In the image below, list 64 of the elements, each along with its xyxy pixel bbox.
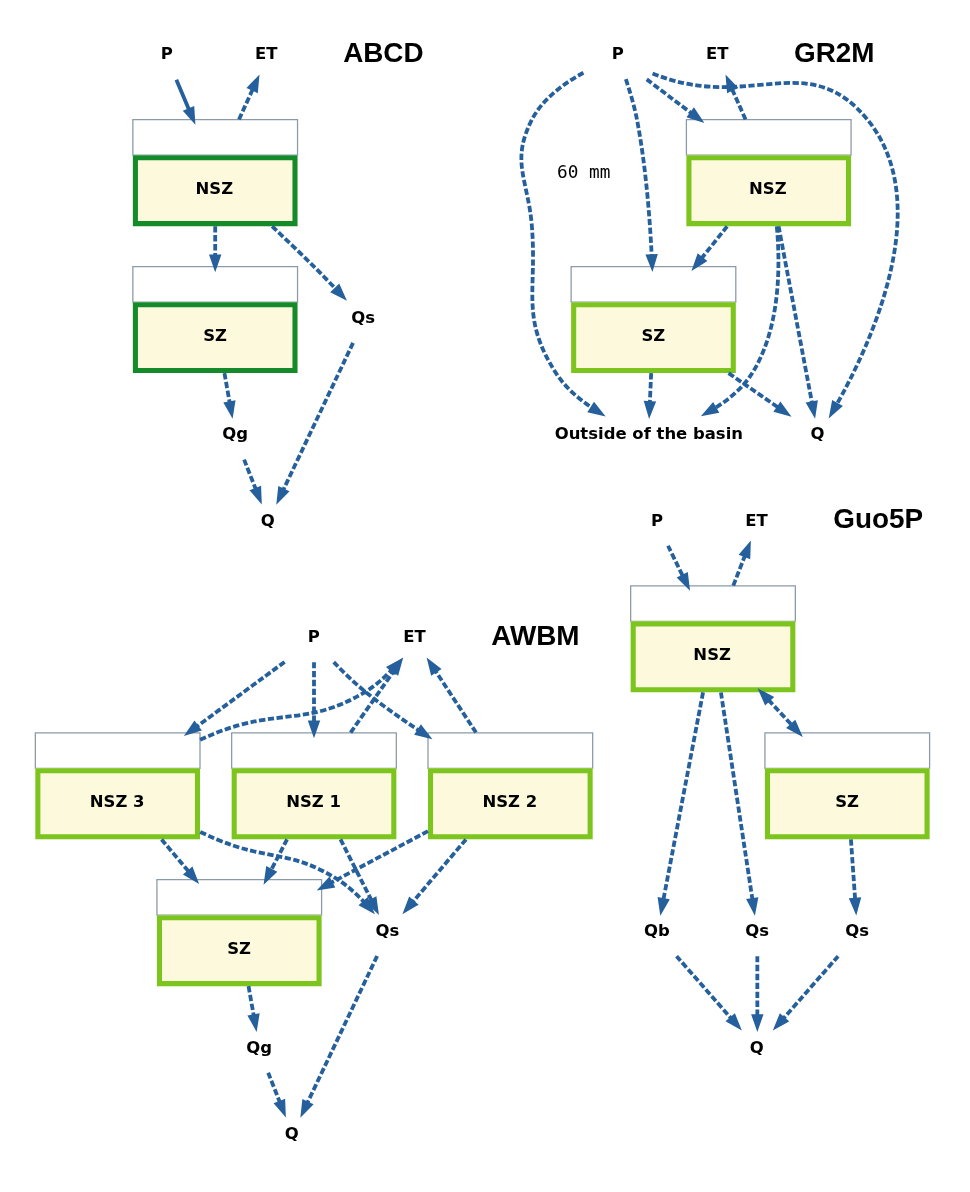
node-text: Qg — [222, 424, 248, 444]
label: 60 mm — [557, 161, 611, 182]
node-text: Q — [260, 510, 275, 530]
label: GR2M — [794, 37, 875, 69]
node-text: ET — [745, 510, 768, 530]
arrow — [848, 839, 862, 916]
arrow — [651, 71, 900, 419]
arrow — [757, 688, 803, 737]
label: AWBM — [491, 619, 580, 651]
node-text: Qs — [375, 920, 400, 940]
arrow — [338, 838, 379, 915]
node-text: P — [611, 44, 624, 64]
arrow — [675, 954, 742, 1031]
arrow — [160, 838, 200, 884]
arrow — [691, 225, 729, 272]
arrow — [727, 371, 792, 417]
arrow — [263, 838, 289, 885]
arrow — [246, 985, 260, 1032]
arrow — [666, 544, 691, 591]
node-text: ET — [255, 44, 278, 64]
arrow — [772, 954, 840, 1031]
arrow — [332, 660, 433, 740]
node-text: ET — [706, 44, 729, 64]
arrow — [719, 692, 759, 916]
node-text: Q — [810, 424, 825, 444]
arrow — [776, 226, 818, 419]
arrow — [731, 540, 751, 587]
arrow — [183, 660, 286, 737]
arrow — [174, 78, 196, 125]
arrow — [276, 342, 355, 505]
arrow — [426, 657, 478, 734]
label: Guo5P — [833, 503, 924, 535]
arrow — [316, 829, 429, 891]
node-text: P — [160, 44, 173, 64]
arrow — [222, 372, 236, 419]
arrow — [402, 838, 468, 915]
arrow — [624, 78, 658, 272]
node-text: Q — [749, 1037, 764, 1057]
arrow — [700, 226, 781, 417]
node-text: Q — [284, 1123, 299, 1143]
label: ABCD — [343, 37, 424, 69]
node-text: Qs — [745, 920, 770, 940]
arrow — [199, 830, 375, 915]
arrow — [300, 955, 379, 1118]
arrow — [725, 74, 748, 121]
arrow — [645, 77, 705, 123]
arrow — [242, 458, 262, 505]
arrow — [307, 662, 321, 739]
node-text: ET — [403, 627, 426, 647]
arrow — [208, 226, 222, 273]
node-text: Qs — [845, 920, 870, 940]
arrow — [657, 692, 705, 916]
node-text: Qg — [246, 1037, 272, 1057]
node-text: P — [307, 627, 320, 647]
arrow — [266, 1072, 286, 1118]
arrow — [270, 225, 347, 301]
node-text: Outside of the basin — [554, 424, 744, 444]
arrow — [643, 373, 657, 419]
arrow — [751, 956, 764, 1033]
node-text: Qb — [643, 920, 670, 940]
arrow — [519, 71, 606, 417]
arrow — [237, 74, 260, 121]
node-text: P — [650, 510, 663, 530]
node-text: Qs — [351, 307, 376, 327]
